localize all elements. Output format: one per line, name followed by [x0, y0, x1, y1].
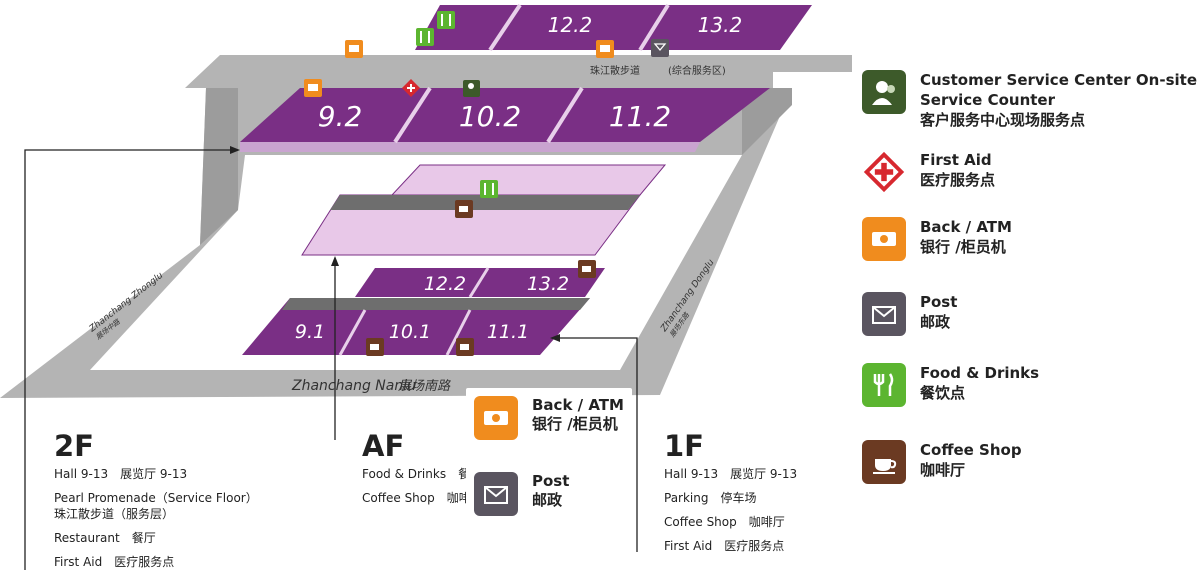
floor-2f: 2F Hall 9-13 展览厅 9-13 Pearl Promenade（Se… — [54, 430, 334, 578]
arrow-1f — [556, 337, 638, 552]
legend-label-cn: 邮政 — [920, 313, 951, 331]
road-west-shade — [200, 88, 238, 245]
legend-label-cn: 银行 /柜员机 — [920, 238, 1006, 256]
first-aid-icon[interactable] — [402, 79, 420, 97]
floor-item: Parking 停车场 — [664, 491, 757, 505]
customer-service-icon[interactable] — [463, 80, 480, 97]
road-east-shade — [742, 88, 792, 155]
floor-title: AF — [362, 430, 405, 463]
coffee-shop-icon — [862, 440, 906, 484]
legend-label-cn: 咖啡厅 — [920, 461, 966, 479]
coffee-shop-icon[interactable] — [578, 260, 596, 278]
floor-item: Hall 9-13 展览厅 9-13 — [54, 467, 188, 481]
popup-label-cn: 银行 /柜员机 — [532, 415, 618, 433]
atm-icon[interactable] — [596, 40, 614, 58]
atm-icon[interactable] — [345, 40, 363, 58]
hall-12-2-back: 12.2 — [424, 273, 466, 295]
2f-floor-edge — [240, 142, 700, 152]
post-icon[interactable] — [651, 39, 669, 57]
arrow-2f — [24, 149, 236, 570]
hall-9-2: 9.2 — [318, 100, 363, 133]
floor-item: Coffee Shop 咖啡 — [362, 491, 466, 505]
hall-13-2-top: 13.2 — [698, 13, 743, 37]
af-floor-band — [330, 195, 640, 210]
service-area-label: (综合服务区) — [668, 64, 726, 77]
food-drinks-icon[interactable] — [416, 28, 434, 46]
floor-item: Pearl Promenade（Service Floor） — [54, 491, 258, 505]
promenade-label: 珠江散步道 — [590, 64, 640, 77]
atm-icon — [862, 217, 906, 261]
legend-label-en: Post — [920, 293, 958, 311]
legend-label-en: Customer Service Center On-site Service … — [920, 71, 1197, 109]
hall-10-1: 10.1 — [389, 321, 431, 343]
legend-item-first-aid: First Aid 医疗服务点 — [862, 150, 995, 194]
legend-item-post: Post 邮政 — [862, 292, 957, 336]
floor-item: Hall 9-13 展览厅 9-13 — [664, 467, 798, 481]
popup-label-cn: 邮政 — [532, 491, 563, 509]
af-back-strip — [390, 164, 667, 196]
first-aid-icon — [862, 150, 906, 194]
floor-item: First Aid 医疗服务点 — [54, 555, 175, 569]
legend-label-cn: 餐饮点 — [920, 384, 966, 402]
legend-label-cn: 客户服务中心现场服务点 — [920, 111, 1086, 129]
road-south-en: Zhanchang Nanlu — [291, 378, 416, 394]
food-drinks-icon[interactable] — [480, 180, 498, 198]
popup-label-en: Back / ATM — [532, 396, 624, 414]
legend-label-en: Back / ATM — [920, 218, 1012, 236]
legend-label-en: First Aid — [920, 151, 992, 169]
legend-item-food-drinks: Food & Drinks 餐饮点 — [862, 363, 1039, 407]
floor-af: AF Food & Drinks 餐 Coffee Shop 咖啡 — [362, 430, 466, 514]
atm-icon — [474, 396, 518, 440]
atm-icon[interactable] — [304, 79, 322, 97]
food-drinks-icon[interactable] — [437, 11, 455, 29]
hall-9-1: 9.1 — [295, 321, 325, 343]
floor-item: 珠江散步道（服务层） — [54, 507, 175, 521]
legend-label-en: Coffee Shop — [920, 441, 1022, 459]
legend-label-cn: 医疗服务点 — [920, 171, 996, 189]
floor-title: 1F — [664, 429, 704, 463]
hall-10-2: 10.2 — [459, 100, 521, 133]
coffee-shop-icon[interactable] — [456, 338, 474, 356]
coffee-shop-icon[interactable] — [455, 200, 473, 218]
floor-item: Food & Drinks 餐 — [362, 467, 466, 481]
legend-item-coffee-shop: Coffee Shop 咖啡厅 — [862, 440, 1022, 484]
1f-floor-band — [282, 298, 590, 310]
legend-item-atm: Back / ATM 银行 /柜员机 — [862, 217, 1012, 261]
popup-label-en: Post — [532, 472, 570, 490]
legend-item-customer-service: Customer Service Center On-site Service … — [862, 70, 1198, 130]
floor-item: Restaurant 餐厅 — [54, 531, 156, 545]
1f-floor — [242, 298, 590, 355]
hall-12-2-top: 12.2 — [548, 13, 593, 37]
post-icon — [862, 292, 906, 336]
coffee-shop-icon[interactable] — [366, 338, 384, 356]
legend-label-en: Food & Drinks — [920, 364, 1040, 382]
hall-11-1: 11.1 — [487, 321, 529, 343]
food-drinks-icon — [862, 363, 906, 407]
2f-floor — [240, 88, 770, 142]
post-icon — [474, 472, 518, 516]
floor-title: 2F — [54, 429, 94, 463]
floor-1f: 1F Hall 9-13 展览厅 9-13 Parking 停车场 Coffee… — [664, 430, 854, 562]
floor-item: Coffee Shop 咖啡厅 — [664, 515, 785, 529]
customer-service-icon — [862, 70, 906, 114]
hall-13-2-back: 13.2 — [527, 273, 569, 295]
road-south-cn: 展场南路 — [398, 379, 451, 394]
hall-11-2: 11.2 — [609, 100, 671, 133]
floor-item: First Aid 医疗服务点 — [664, 539, 785, 553]
